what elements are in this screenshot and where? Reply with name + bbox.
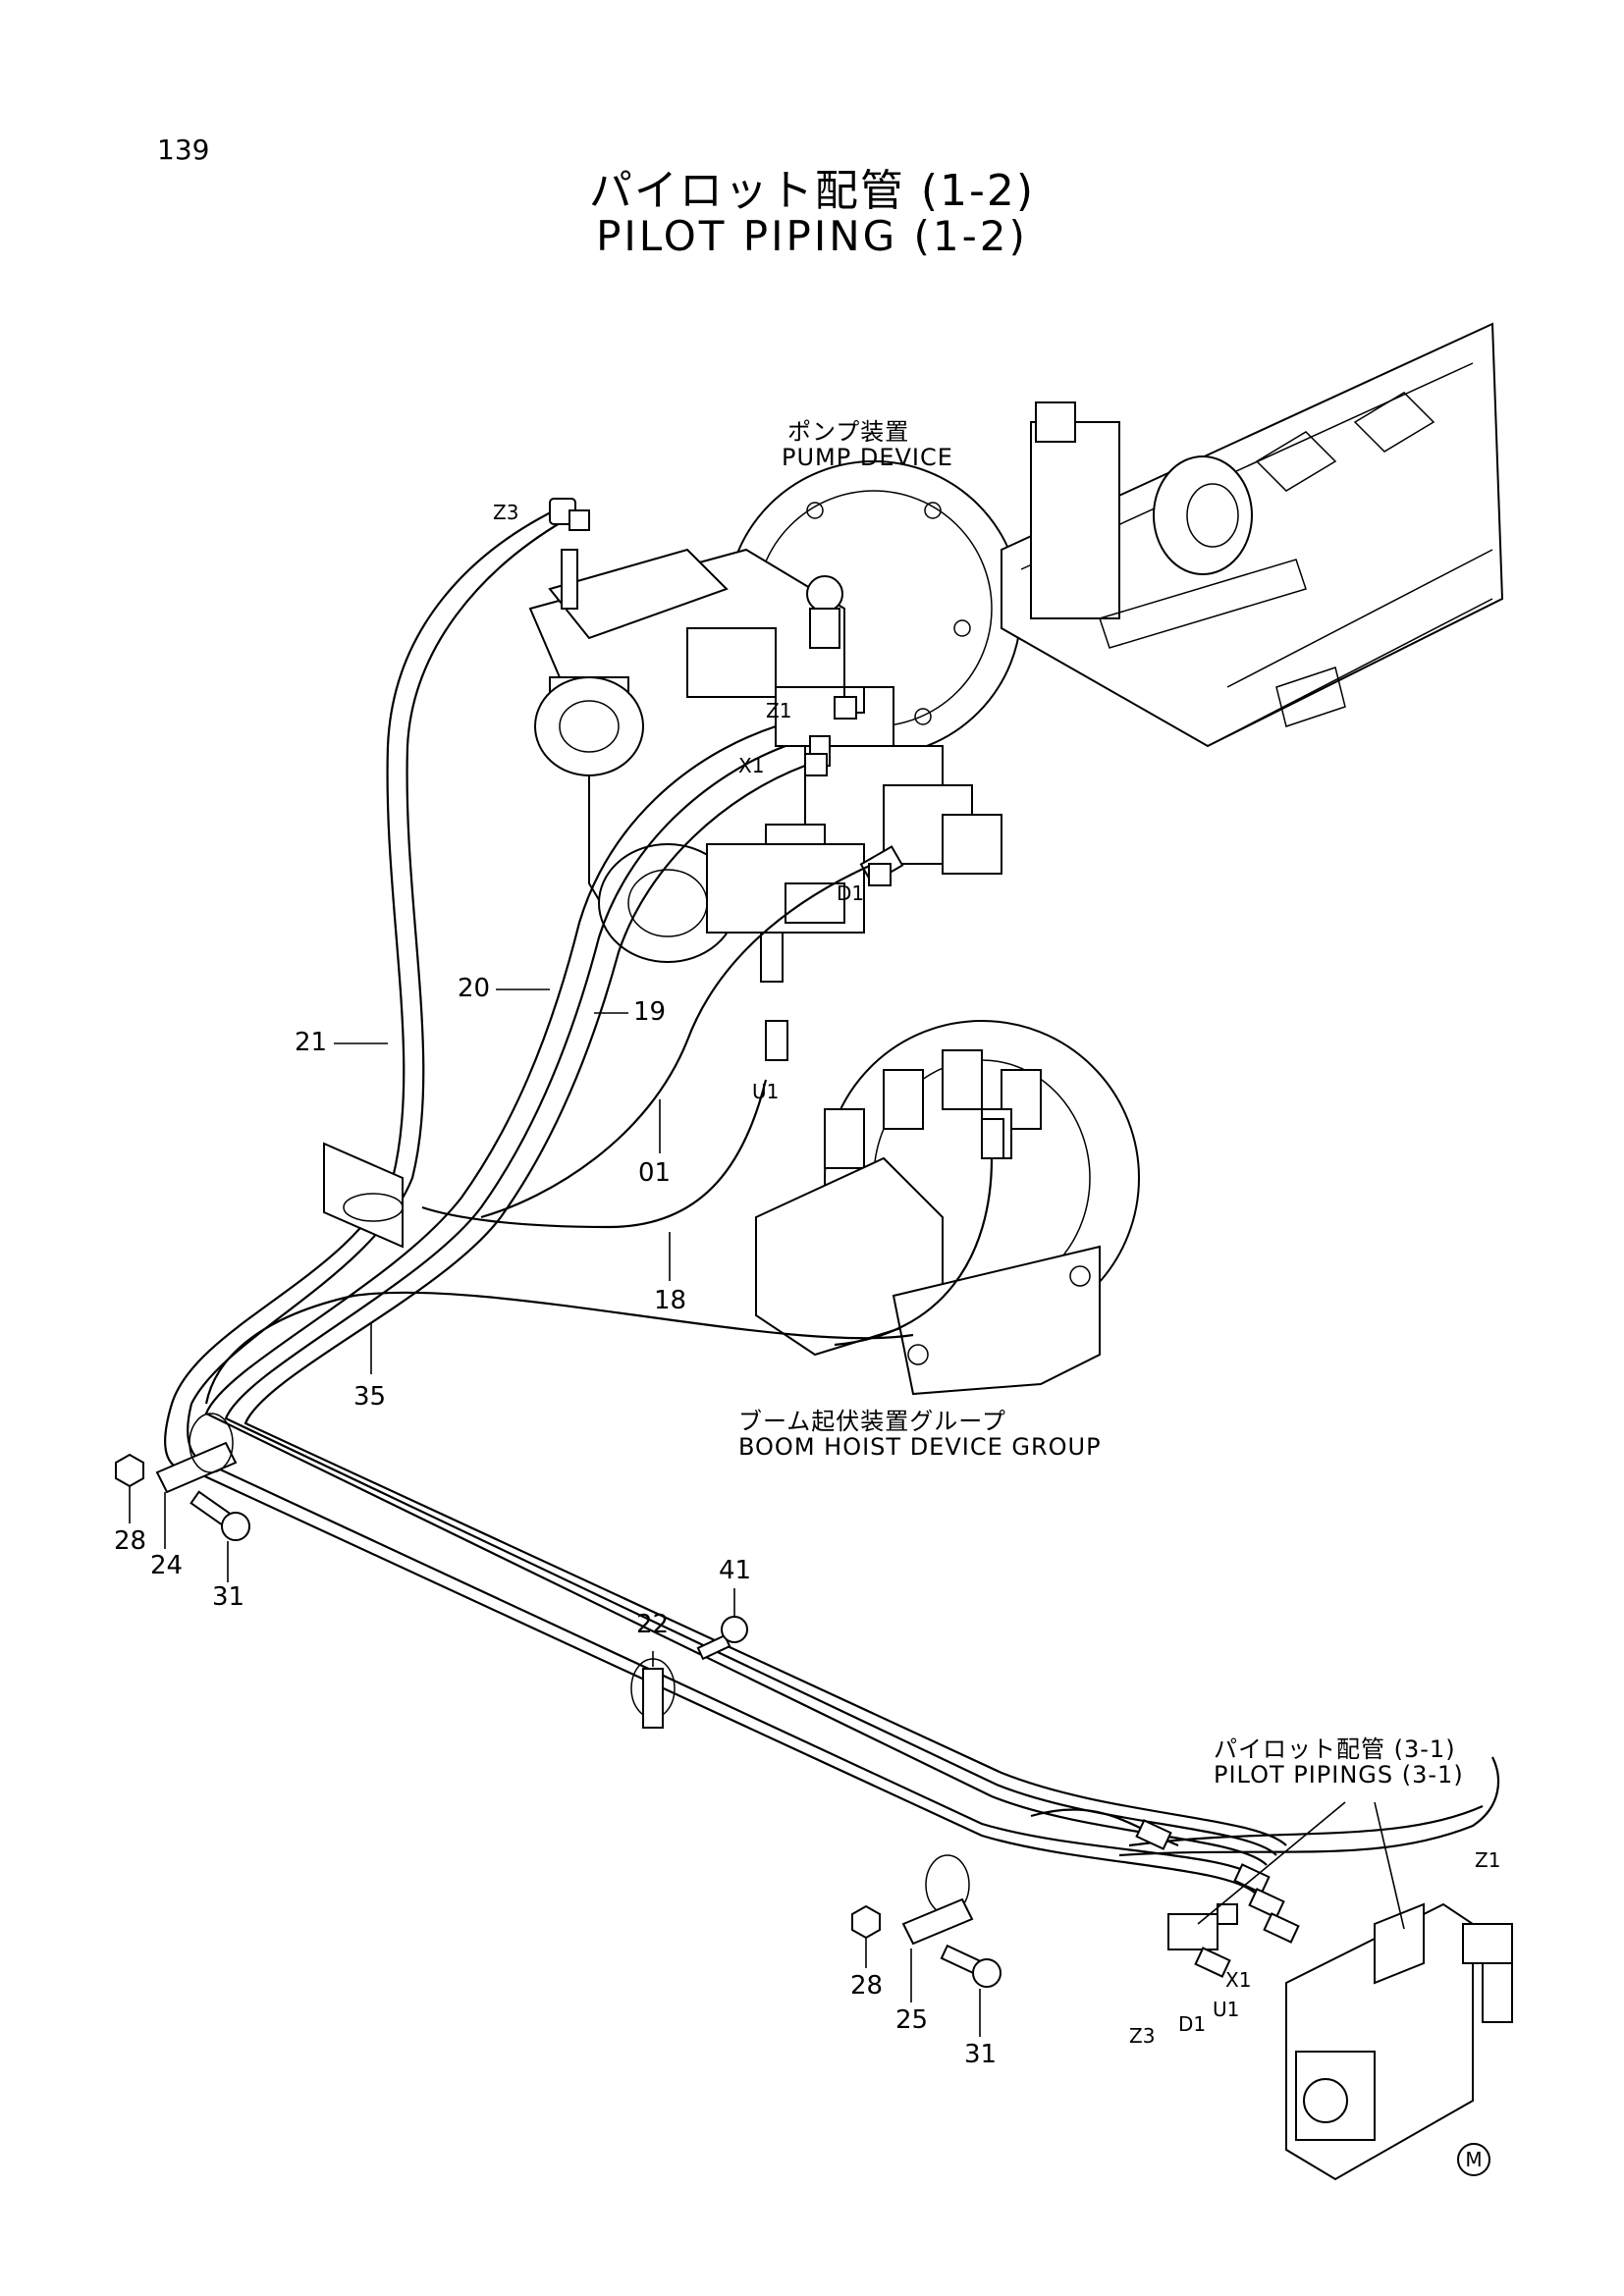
callout-24: 24 — [150, 1551, 184, 1580]
pilot-pipings-label-jp: パイロット配管 (3-1) — [1214, 1735, 1456, 1763]
callout-28-left: 28 — [114, 1526, 147, 1556]
pump-device-label-jp: ポンプ装置 — [787, 418, 910, 446]
callout-20: 20 — [458, 974, 491, 1003]
control-valve-illustration — [1167, 1902, 1513, 2181]
port-label-z1-bottom: Z1 — [1475, 1848, 1501, 1872]
callout-41: 41 — [719, 1556, 752, 1585]
callout-19: 19 — [633, 997, 667, 1027]
callout-31-right: 31 — [964, 2040, 998, 2069]
leader-lines — [129, 988, 1405, 2037]
page-number: 139 — [157, 133, 210, 166]
port-label-u1-bottom: U1 — [1213, 1998, 1240, 2021]
callout-35: 35 — [353, 1382, 387, 1412]
port-label-x1-top: X1 — [738, 754, 765, 777]
callout-22: 22 — [636, 1610, 670, 1639]
port-label-d1-top: D1 — [837, 881, 865, 905]
callout-18: 18 — [654, 1286, 687, 1315]
circled-m-mark: M — [1457, 2143, 1490, 2176]
pump-device-illustration — [528, 460, 1022, 983]
page-title-english: PILOT PIPING (1-2) — [596, 212, 1028, 260]
callout-25: 25 — [895, 2005, 929, 2035]
port-label-z3-bottom: Z3 — [1129, 2024, 1156, 2048]
callout-28-right: 28 — [850, 1971, 884, 2001]
upper-frame-illustration — [1001, 322, 1504, 748]
port-label-u1-mid: U1 — [752, 1080, 780, 1103]
page-title-japanese: パイロット配管 (1-2) — [588, 166, 1036, 216]
port-label-x1-bottom: X1 — [1225, 1968, 1252, 1992]
boom-hoist-label-jp: ブーム起伏装置グループ — [738, 1408, 1006, 1435]
callout-21: 21 — [295, 1028, 328, 1057]
callout-01: 01 — [638, 1158, 672, 1188]
port-fittings — [549, 498, 1004, 1159]
clamps-and-brackets — [115, 1142, 1001, 1988]
pump-device-label-en: PUMP DEVICE — [782, 444, 953, 471]
port-label-z3-top: Z3 — [493, 501, 519, 524]
port-label-z1-top: Z1 — [766, 699, 792, 722]
port-label-d1-bottom: D1 — [1178, 2012, 1207, 2036]
callout-31-left: 31 — [212, 1582, 245, 1612]
pilot-pipings-label-en: PILOT PIPINGS (3-1) — [1214, 1761, 1464, 1789]
boom-hoist-label-en: BOOM HOIST DEVICE GROUP — [738, 1433, 1102, 1461]
boom-hoist-illustration — [755, 1020, 1140, 1396]
